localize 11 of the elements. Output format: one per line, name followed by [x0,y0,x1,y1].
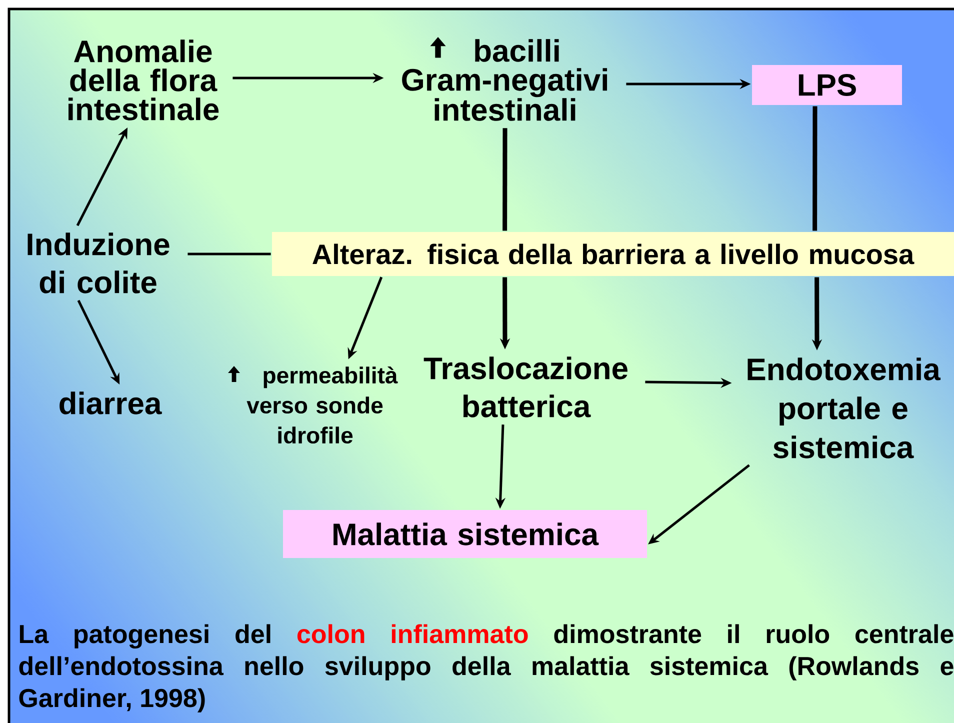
node-text: bacilli Gram-negativi intestinali [402,39,608,121]
node-text: Traslocazione batterica [424,356,628,418]
node-text: Anomalie della flora intestinale [68,40,219,120]
caption: La patogenesi del colon infiammato dimostrante il ruolo centrale dell’endotossina nello sviluppo della malattia sistemica (Rowlands e Gardiner, 1998) [19,624,954,712]
node-text: permeabilità verso sonde idrofile [246,366,398,444]
node-text: Endotoxemia portale e sistemica [748,358,941,458]
barrier-band: Alteraz. fisica della barriera a livello mucosa [272,232,954,276]
node-text: diarrea [60,392,162,414]
process-box: LPS [752,65,902,105]
node-text: Induzione di colite [28,232,170,294]
process-box: Malattia sistemica [283,510,647,558]
